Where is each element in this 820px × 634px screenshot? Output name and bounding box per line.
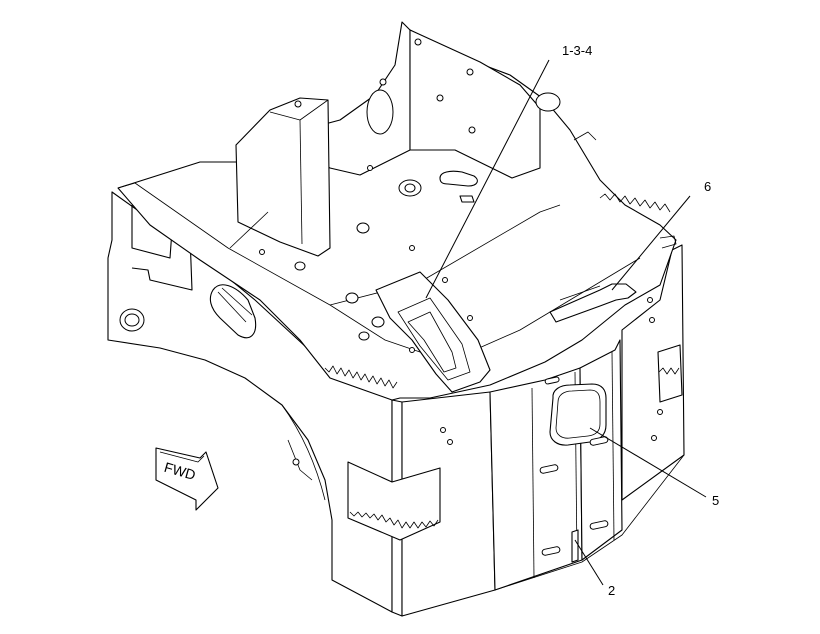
access-window-opening [549,383,607,446]
floor-sawtooth-edge [324,365,398,389]
side-slots [539,376,609,556]
vertical-rail [571,529,579,563]
floor-slot-rear [439,170,478,187]
right-notch [657,344,683,403]
floor-slot-mid [459,195,475,203]
front-notch [347,461,441,541]
fwd-arrow [155,447,219,511]
upright-pillar [235,97,331,257]
arch-edge [281,404,326,501]
leader-2 [574,539,604,586]
leader-6 [611,195,691,291]
mounting-tab [549,283,637,323]
leader-5 [589,427,707,498]
callout-6: 6 [704,179,712,194]
callout-5: 5 [712,493,720,508]
left-plate-slot [209,284,257,339]
callout-2: 2 [608,583,616,598]
floor-access-plate [375,271,491,393]
right-side-panel-c [621,244,685,501]
floor-bosses [259,165,473,353]
callout-1-3-4: 1-3-4 [562,43,593,58]
rear-wall-round-hole [366,89,394,135]
leader-1-3-4 [425,59,550,299]
